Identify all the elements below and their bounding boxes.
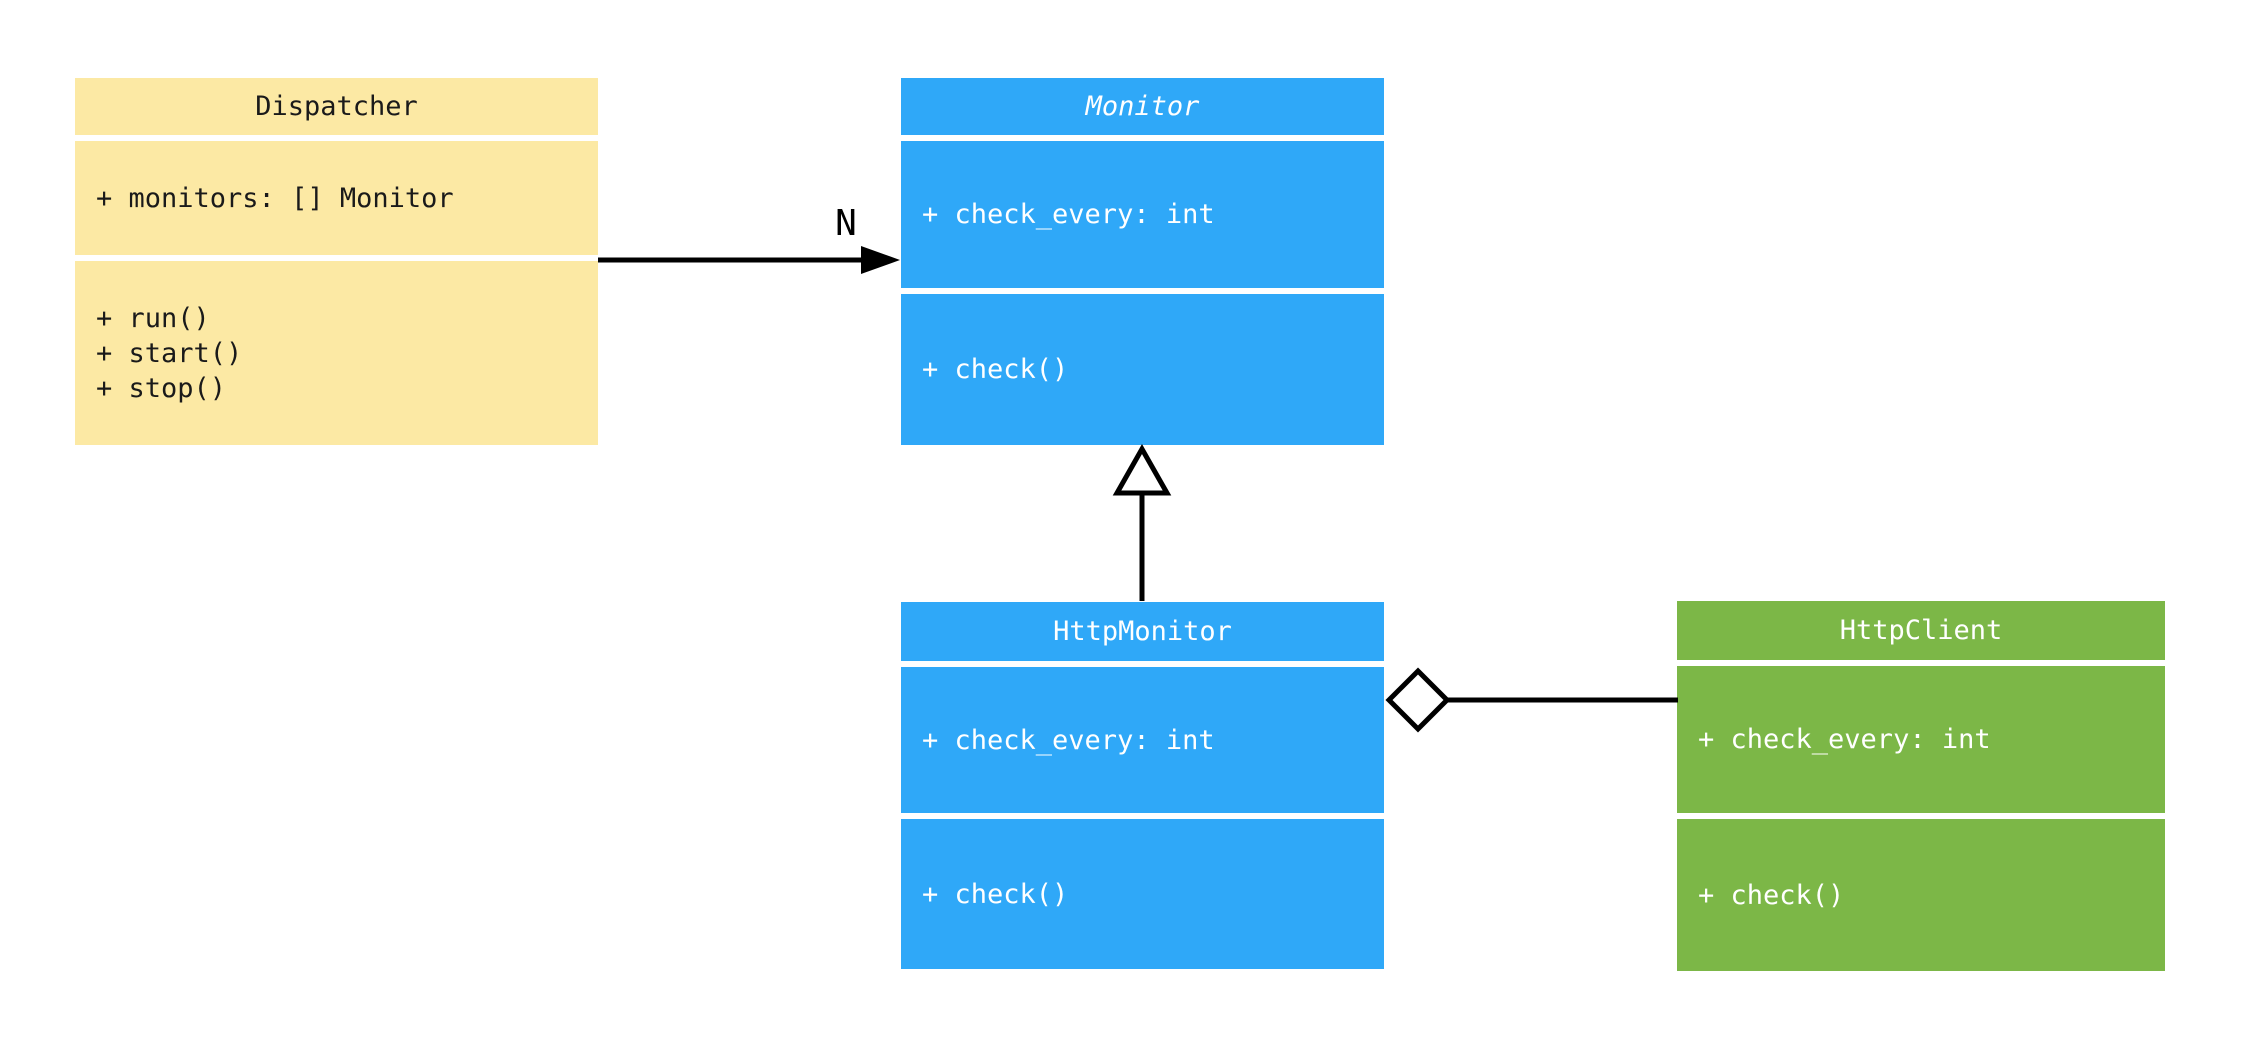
attribute-line: + check_every: int xyxy=(922,724,1215,756)
method-line: + check() xyxy=(922,878,1069,910)
method-line: + check() xyxy=(922,354,1069,385)
class-attributes-dispatcher: + monitors: [] Monitor xyxy=(75,141,598,255)
aggregation-httpmonitor-httpclient xyxy=(1385,667,1678,733)
class-box-httpmonitor: HttpMonitor + check_every: int + check() xyxy=(901,602,1384,969)
class-attributes-monitor: + check_every: int xyxy=(901,141,1384,288)
method-line: + check() xyxy=(1698,879,1845,911)
class-methods-httpclient: + check() xyxy=(1677,819,2165,971)
arrowhead-icon xyxy=(861,246,900,274)
attribute-line: + monitors: [] Monitor xyxy=(96,182,454,214)
class-methods-httpmonitor: + check() xyxy=(901,819,1384,969)
aggregation-diamond-icon xyxy=(1385,667,1451,733)
inheritance-triangle-icon xyxy=(1112,443,1172,496)
class-box-dispatcher: Dispatcher + monitors: [] Monitor + run(… xyxy=(75,78,598,445)
class-title-httpclient: HttpClient xyxy=(1677,601,2165,660)
class-box-httpclient: HttpClient + check_every: int + check() xyxy=(1677,601,2165,971)
method-line: + run() xyxy=(96,302,210,334)
class-title-dispatcher: Dispatcher xyxy=(75,78,598,135)
generalization-httpmonitor-monitor xyxy=(1112,443,1172,601)
class-methods-dispatcher: + run() + start() + stop() xyxy=(75,261,598,445)
class-attributes-httpclient: + check_every: int xyxy=(1677,666,2165,813)
class-title-httpmonitor: HttpMonitor xyxy=(901,602,1384,661)
class-attributes-httpmonitor: + check_every: int xyxy=(901,667,1384,813)
multiplicity-label: N xyxy=(835,203,857,244)
class-title-monitor: Monitor xyxy=(901,78,1384,135)
attribute-line: + check_every: int xyxy=(1698,724,1991,755)
attribute-line: + check_every: int xyxy=(922,199,1215,230)
class-methods-monitor: + check() xyxy=(901,294,1384,445)
association-dispatcher-monitor xyxy=(598,246,900,274)
class-box-monitor: Monitor + check_every: int + check() xyxy=(901,78,1384,445)
method-line: + start() xyxy=(96,337,243,369)
method-line: + stop() xyxy=(96,372,227,404)
